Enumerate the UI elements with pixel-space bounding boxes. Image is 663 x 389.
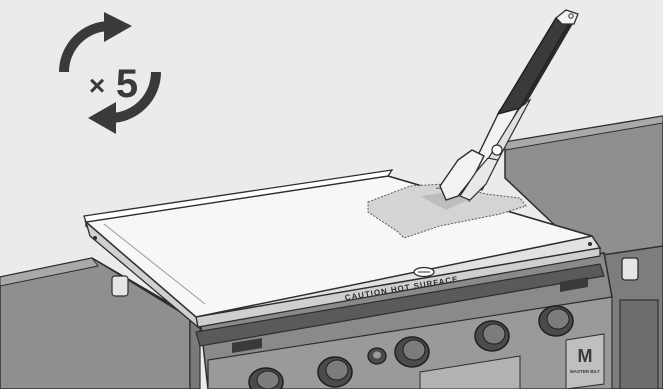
burner-knob[interactable] bbox=[395, 337, 429, 367]
burner-knob[interactable] bbox=[539, 306, 573, 336]
burner-knob[interactable] bbox=[318, 357, 352, 387]
logo-text: MASTER BILT bbox=[570, 369, 600, 374]
badge-count: 5 bbox=[116, 62, 138, 106]
badge-multiplier: × bbox=[89, 70, 105, 101]
burner-knob[interactable] bbox=[475, 321, 509, 351]
burner-knob[interactable] bbox=[249, 368, 283, 389]
ignition-button[interactable] bbox=[368, 348, 386, 364]
logo-letter: M bbox=[578, 346, 593, 366]
left-handle-bracket bbox=[112, 276, 128, 296]
right-handle-bracket bbox=[622, 258, 638, 280]
